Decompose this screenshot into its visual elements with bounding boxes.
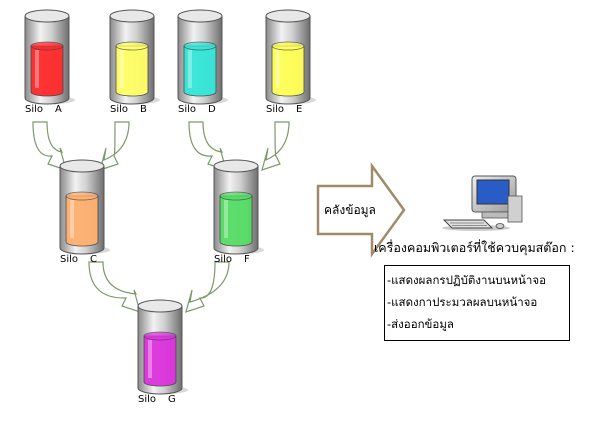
silo-label: Silo bbox=[110, 104, 128, 115]
computer-label: เครื่องคอมพิวเตอร์ที่ใช้ควบคุมสต๊อก : bbox=[374, 240, 575, 255]
flow-arrow bbox=[261, 121, 290, 171]
silo-content bbox=[143, 335, 177, 387]
silo-content bbox=[183, 45, 217, 97]
silo-letter: C bbox=[90, 254, 97, 265]
silo-letter: G bbox=[168, 394, 176, 405]
silo-a: Silo A bbox=[24, 9, 75, 115]
silo-content bbox=[115, 45, 149, 97]
silo-content bbox=[65, 195, 99, 247]
silo-letter: A bbox=[55, 104, 62, 115]
flow-arrow bbox=[99, 121, 130, 171]
data-store-arrow: คลังข้อมูล bbox=[316, 162, 406, 258]
silo-letter: E bbox=[296, 104, 302, 115]
silo-label: Silo bbox=[138, 394, 156, 405]
silo-content bbox=[30, 45, 64, 97]
silo-letter: D bbox=[208, 104, 216, 115]
silo-label: Silo bbox=[25, 104, 43, 115]
data-store-arrow-label: คลังข้อมูล bbox=[324, 203, 376, 218]
silo-f: Silo F bbox=[213, 159, 264, 265]
flow-arrow bbox=[32, 121, 67, 171]
silo-g: Silo G bbox=[137, 299, 188, 405]
silo-letter: B bbox=[140, 104, 147, 115]
silo-e: Silo E bbox=[265, 9, 316, 115]
silo-b: Silo B bbox=[109, 9, 160, 115]
silo-label: Silo bbox=[178, 104, 196, 115]
flow-arrow bbox=[88, 261, 141, 313]
feature-item: -ส่งออกข้อมูล bbox=[387, 317, 454, 331]
feature-item: -แสดงผลกรปฏิบัติงานบนหน้าจอ bbox=[387, 273, 547, 287]
silo-label: Silo bbox=[266, 104, 284, 115]
computer-icon bbox=[442, 175, 523, 231]
silo-label: Silo bbox=[60, 254, 78, 265]
flow-arrow bbox=[188, 121, 227, 171]
flow-arrow bbox=[185, 261, 230, 313]
feature-list-box: -แสดงผลกรปฏิบัติงานบนหน้าจอ -แสดงกาประมว… bbox=[384, 265, 570, 341]
silo-content bbox=[271, 45, 305, 97]
silo-c: Silo C bbox=[59, 159, 110, 265]
silo-content bbox=[219, 195, 253, 247]
flow-arrows bbox=[32, 121, 290, 313]
feature-item: -แสดงกาประมวลผลบนหน้าจอ bbox=[387, 295, 538, 309]
silo-label: Silo bbox=[214, 254, 232, 265]
silo-d: Silo D bbox=[177, 9, 228, 115]
silo-letter: F bbox=[244, 254, 250, 265]
